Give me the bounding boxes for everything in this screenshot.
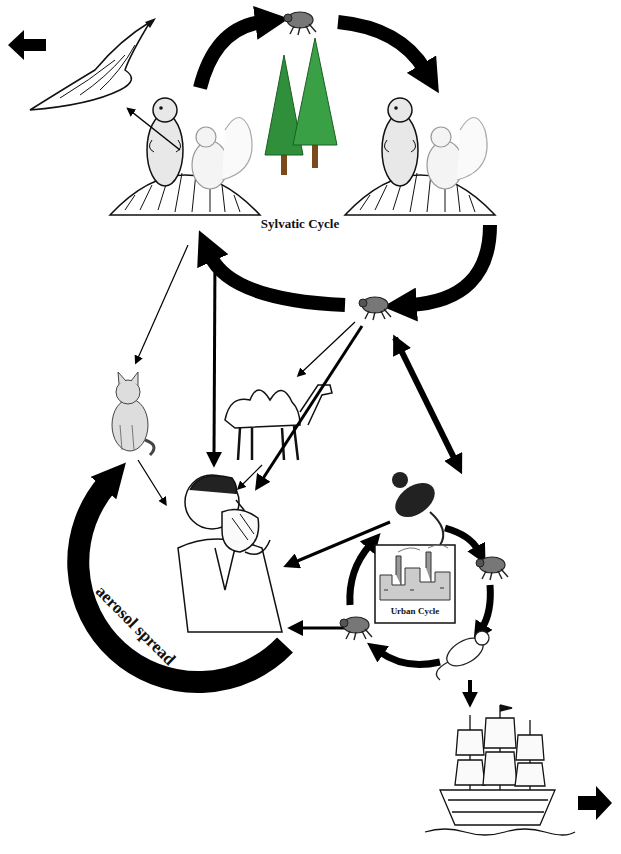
transmission-arrows: [138, 245, 188, 358]
coughing-person: [222, 510, 259, 552]
sailing-ship: [425, 829, 575, 835]
aerosol-cycle-arrow: [78, 483, 285, 682]
spread-arrow: [8, 30, 46, 60]
flea-icon: [340, 617, 372, 640]
cat: [118, 372, 138, 385]
black-rat: [389, 472, 443, 545]
flea-icon: [284, 12, 316, 35]
black-rat: [392, 472, 408, 488]
sailing-ship: [455, 730, 485, 785]
urban-cycle-arrows: [350, 545, 370, 605]
cat: [112, 372, 154, 455]
transmission-arrows: [214, 255, 215, 455]
bird-of-prey: [145, 18, 156, 28]
camel: [300, 385, 332, 425]
cat: [112, 399, 148, 451]
white-rat: [436, 662, 448, 680]
town-picture: [380, 568, 450, 600]
trees: [265, 38, 337, 175]
camel: [225, 390, 300, 428]
sailing-ship: [483, 718, 517, 785]
coughing-person: [215, 548, 235, 590]
sylvatic-cycle-arrows: [410, 225, 490, 305]
rodent-burrow: [345, 98, 495, 215]
cycle-label: Sylvatic Cycle: [261, 217, 339, 231]
spread-arrow: [578, 786, 612, 820]
town-picture: [398, 545, 448, 552]
cat: [145, 440, 154, 455]
transmission-arrows: [138, 460, 163, 500]
coughing-person: [178, 475, 282, 632]
bird-of-prey: [30, 22, 150, 110]
transmission-arrows: [395, 338, 455, 460]
sailing-ship: [448, 800, 548, 812]
white-rat: [436, 631, 489, 680]
transmission-arrow: [132, 112, 180, 150]
bird-of-prey: [60, 45, 135, 98]
sylvatic-cycle-arrows: [210, 255, 345, 305]
town-picture: [375, 545, 455, 623]
flea-icon: [476, 557, 508, 580]
sylvatic-cycle-arrows: [338, 22, 425, 70]
black-rat: [430, 512, 443, 545]
trees: [293, 38, 337, 145]
coughing-person: [178, 539, 282, 632]
coughing-person: [245, 540, 270, 554]
white-rat: [475, 631, 489, 645]
cat: [120, 425, 134, 450]
coughing-person: [232, 514, 254, 540]
cycle-label: Urban Cycle: [389, 607, 442, 617]
sailing-ship: [500, 705, 512, 711]
sylvatic-cycle-arrows: [200, 22, 262, 88]
spread-arrow: [468, 680, 472, 695]
transmission-arrows: [242, 465, 262, 485]
transmission-arrows: [262, 326, 362, 480]
camel: [238, 426, 298, 460]
bird-of-prey: [30, 18, 156, 110]
sailing-ship: [440, 790, 555, 825]
rodent-burrow: [110, 98, 260, 215]
town-picture: [384, 588, 444, 590]
town-picture: [396, 552, 431, 585]
coughing-person: [190, 476, 237, 494]
sailing-ship: [515, 735, 545, 786]
flea-icon: [359, 297, 391, 320]
urban-cycle-arrows: [482, 585, 490, 628]
town-picture: [375, 545, 455, 623]
sailing-ship: [425, 705, 575, 835]
urban-cycle-arrows: [380, 652, 440, 664]
